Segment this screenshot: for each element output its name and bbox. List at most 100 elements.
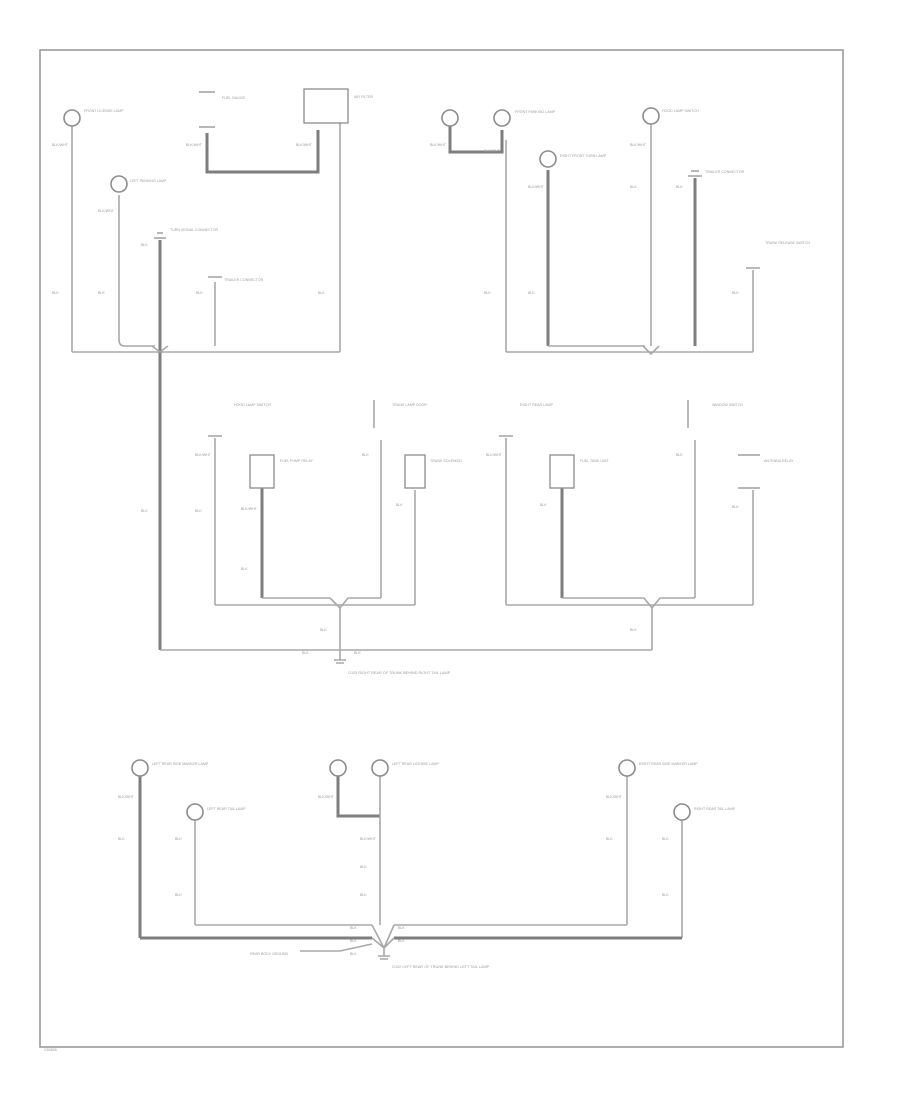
label-trailer-connector: TRAILER CONNECTOR	[224, 278, 264, 282]
label-trunk-solenoid: TRUNK SOLENOID	[430, 459, 462, 463]
wire-label: BLK/WHT	[118, 795, 135, 799]
upper-right-circuit: FRONT PARKING LAMP RIGHT FRONT TURN LAMP…	[430, 107, 811, 356]
wire-label: BLK	[676, 453, 683, 457]
wire-label: BLK	[196, 291, 203, 295]
wire-label: BLK/WHT	[430, 143, 447, 147]
label-fuel-tank: FUEL TANK UNIT	[580, 459, 609, 463]
middle-right-circuit: RIGHT REAR LAMP WINDOW SWITCH FUEL TANK …	[486, 400, 794, 650]
label-fuel-gauge: FUEL GAUGE	[222, 96, 246, 100]
label-hood-lamp: HOOD LAMP SWITCH	[662, 109, 699, 113]
label-left-rear-license: LEFT REAR LICENSE LAMP	[392, 762, 439, 766]
left-rear-side-lamp-icon	[131, 759, 149, 777]
right-rear-tail-lamp-icon	[673, 803, 691, 821]
label-trailer-connector-r: TRAILER CONNECTOR	[705, 170, 745, 174]
wire-label: BLK	[354, 651, 361, 655]
wire-label: BLK	[318, 291, 325, 295]
front-roof-lamp-icon	[441, 109, 459, 127]
diagram-code: G50895	[44, 1048, 57, 1052]
wire-label: BLK	[732, 505, 739, 509]
wire-label: BLK/WHT	[360, 837, 377, 841]
wire-label: BLK/WHT	[528, 185, 545, 189]
wire-label: BLK	[360, 865, 367, 869]
wire-label: BLK	[606, 837, 613, 841]
label-front-parking: FRONT PARKING LAMP	[515, 110, 556, 114]
ground-symbol-icon	[334, 650, 346, 664]
label-trunk-lamp-door: TRUNK LAMP DOOR	[392, 403, 427, 407]
wire-label: BLK	[302, 651, 309, 655]
fuel-gauge-connector-icon	[199, 91, 215, 128]
diagram-border	[39, 49, 844, 1048]
hood-lamp-icon	[642, 107, 660, 125]
wire-label: BLK	[662, 893, 669, 897]
wire-label: BLK	[118, 837, 125, 841]
fuel-tank-unit-icon	[549, 454, 575, 489]
wire-label: BLK/WHT	[186, 143, 203, 147]
label-right-rear-lamp: RIGHT REAR LAMP	[520, 403, 553, 407]
wire-label: BLK	[141, 243, 148, 247]
wire-label: BLK/WHT	[606, 795, 623, 799]
front-license-lamp-icon	[63, 109, 81, 127]
left-rear-license-lamp-icon	[371, 759, 389, 777]
wire-label: BLK/WHT	[52, 143, 69, 147]
wire-label: BLK/WHT	[484, 149, 501, 153]
wire-label: BLK/WHT	[98, 209, 115, 213]
label-rear-body-ground: REAR BODY GROUND	[250, 952, 288, 956]
wire-label: BLK	[540, 503, 547, 507]
trunk-solenoid-icon	[404, 454, 426, 489]
wire-label: BLK/WHT	[195, 453, 212, 457]
wire-label: BLK	[630, 185, 637, 189]
wire-label: BLK	[398, 926, 405, 930]
label-antenna-relay: ANTENNA RELAY	[764, 459, 794, 463]
wire-label: BLK	[241, 567, 248, 571]
label-fuel-pump-relay: FUEL PUMP RELAY	[280, 459, 313, 463]
wire-label: BLK	[350, 939, 357, 943]
label-turn-signal: TURN SIGNAL CONNECTOR	[170, 228, 219, 232]
label-air-filter: AIR FILTER	[354, 95, 374, 99]
wire-label: BLK	[175, 893, 182, 897]
label-front-license-lamp: FRONT LICENSE LAMP	[84, 109, 124, 113]
wire-label: BLK	[396, 503, 403, 507]
left-rear-tail-lamp-icon	[186, 803, 204, 821]
wire-label: BLK	[350, 952, 357, 956]
right-front-turn-lamp-icon	[539, 150, 557, 168]
label-trunk-switch: TRUNK RELEASE SWITCH	[765, 241, 811, 245]
wire-label: BLK	[360, 893, 367, 897]
antenna-relay-icon	[738, 454, 760, 489]
wire-label: BLK	[320, 628, 327, 632]
wire-label: BLK	[528, 291, 535, 295]
upper-left-circuit: FRONT LICENSE LAMP FUEL GAUGE AIR FILTER…	[52, 88, 374, 650]
label-right-rear-tail: RIGHT REAR TAIL LAMP	[694, 807, 736, 811]
turn-signal-connector-icon	[154, 232, 166, 239]
label-hood-lamp-switch: HOOD LAMP SWITCH	[234, 403, 271, 407]
wire-label: BLK	[732, 291, 739, 295]
trailer-connector-icon	[688, 170, 702, 177]
label-window-switch: WINDOW SWITCH	[712, 403, 743, 407]
wire-label: BLK	[484, 291, 491, 295]
label-left-rear-tail: LEFT REAR TAIL LAMP	[207, 807, 246, 811]
wire-label: BLK	[98, 291, 105, 295]
rear-lamps-circuit: LEFT REAR SIDE MARKER LAMP LEFT REAR TAI…	[118, 759, 736, 969]
wire-label: BLK	[676, 185, 683, 189]
wire-label: BLK/WHT	[486, 453, 503, 457]
middle-left-circuit: HOOD LAMP SWITCH TRUNK LAMP DOOR FUEL PU…	[141, 400, 462, 650]
wire-label: BLK	[52, 291, 59, 295]
wire-label: BLK/WHT	[241, 507, 258, 511]
label-left-rear-side: LEFT REAR SIDE MARKER LAMP	[152, 762, 209, 766]
label-right-front-lamp: RIGHT FRONT TURN LAMP	[560, 154, 607, 158]
label-ground-b: G102 LEFT REAR OF TRUNK BEHIND LEFT TAIL…	[392, 965, 490, 969]
ground-point-g103: BLK BLK G103 RIGHT REAR OF TRUNK BEHIND …	[160, 649, 652, 675]
wire-label: BLK	[195, 509, 202, 513]
label-right-rear-side: RIGHT REAR SIDE MARKER LAMP	[639, 762, 698, 766]
label-left-parking-lamp: LEFT PARKING LAMP	[130, 179, 167, 183]
license-lamp-icon	[329, 759, 347, 777]
wire-label: BLK	[141, 509, 148, 513]
wire-label: BLK	[175, 837, 182, 841]
fuel-pump-relay-icon	[249, 454, 275, 489]
wire-label: BLK	[350, 926, 357, 930]
wire-label: BLK/WHT	[630, 143, 647, 147]
front-parking-lamp-icon	[493, 109, 511, 127]
wire-label: BLK	[362, 453, 369, 457]
wire-label: BLK	[398, 939, 405, 943]
air-filter-icon	[303, 88, 349, 124]
